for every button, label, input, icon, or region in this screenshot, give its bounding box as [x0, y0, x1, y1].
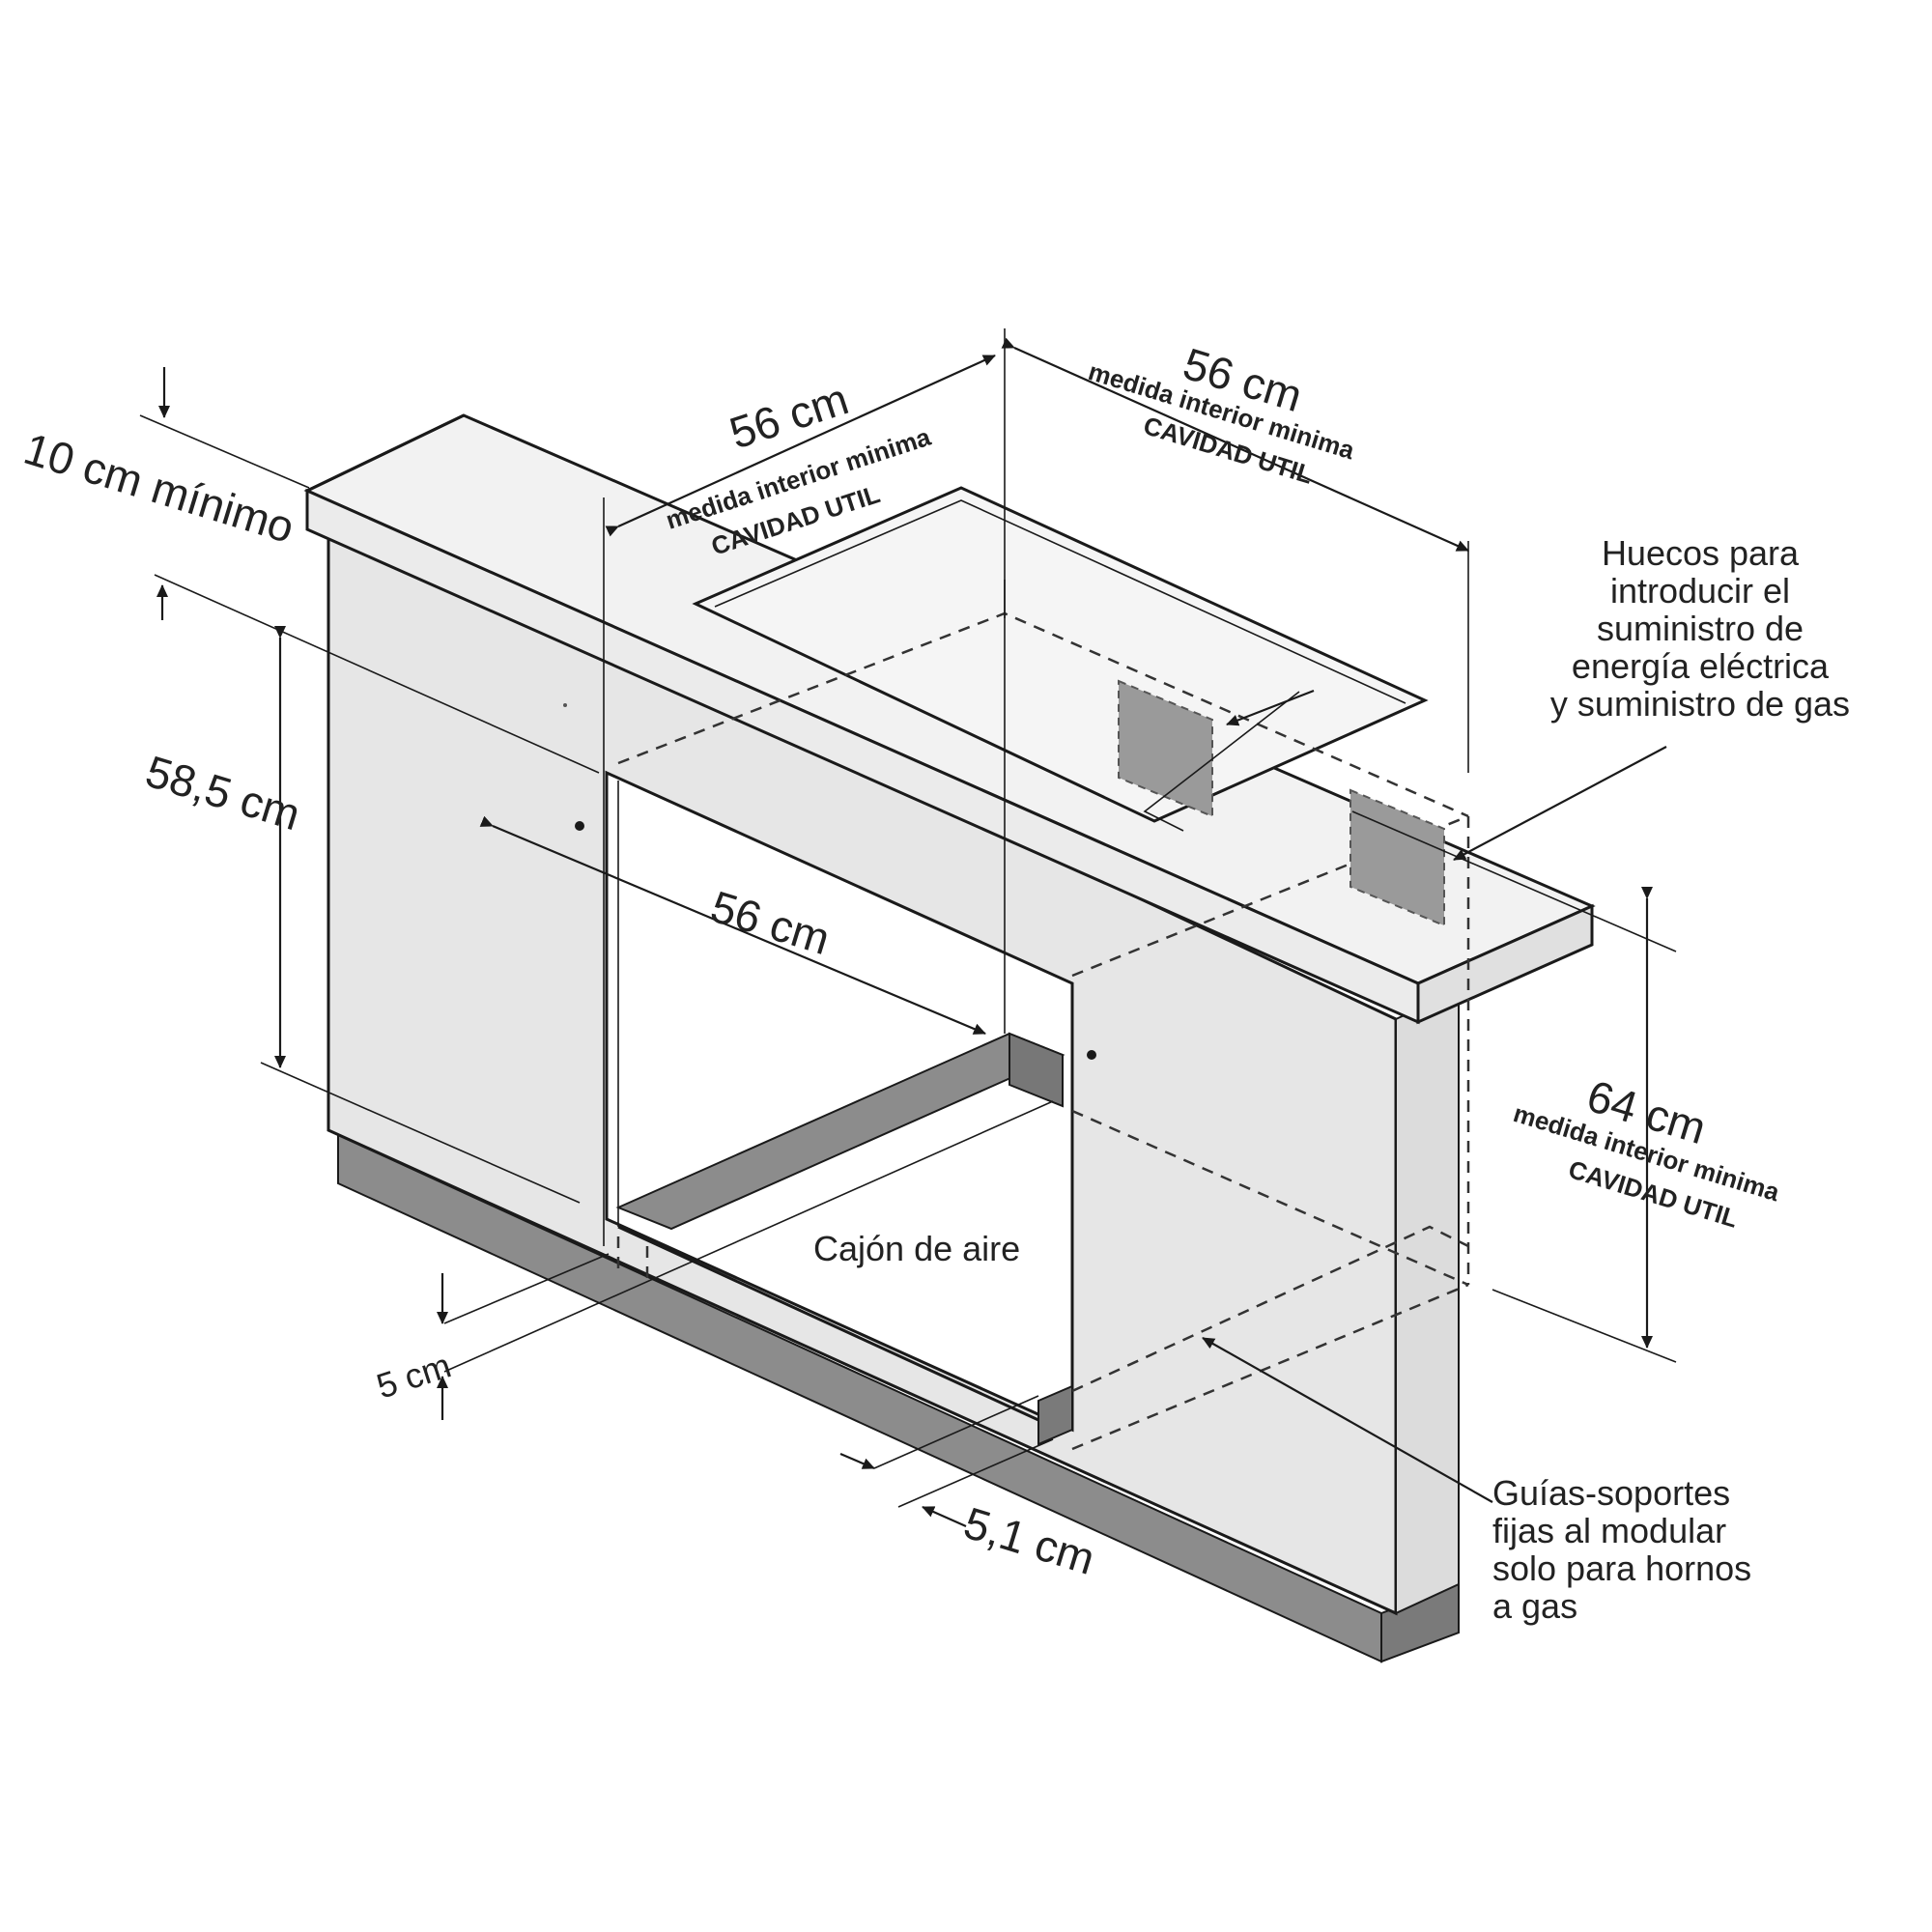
label-holes-line5: y suministro de gas [1550, 684, 1850, 724]
label-holes: Huecos para introducir el suministro de … [1550, 533, 1850, 724]
label-guides: Guías-soportes fijas al modular solo par… [1492, 1473, 1751, 1626]
label-holes-line4: energía eléctrica [1572, 646, 1830, 686]
screw-dot-left [575, 821, 584, 831]
label-air-drawer: Cajón de aire [813, 1229, 1020, 1268]
dim-cavity-width: 56 cm [724, 373, 854, 458]
label-holes-line1: Huecos para [1602, 533, 1800, 573]
dim-top-margin: 10 cm mínimo [18, 423, 299, 553]
label-guides-line1: Guías-soportes [1492, 1473, 1730, 1513]
mark-dot [563, 703, 567, 707]
air-drawer-bar [615, 1032, 1073, 1446]
label-holes-line3: suministro de [1597, 609, 1804, 648]
label-guides-line2: fijas al modular [1492, 1511, 1726, 1550]
label-guides-line4: a gas [1492, 1586, 1577, 1626]
label-holes-line2: introducir el [1610, 571, 1790, 611]
label-guides-line3: solo para hornos [1492, 1548, 1751, 1588]
plinth [337, 1133, 1460, 1663]
dimension-lines [139, 328, 1677, 1528]
supply-holes [1118, 679, 1445, 927]
screw-dot-right [1087, 1050, 1096, 1060]
